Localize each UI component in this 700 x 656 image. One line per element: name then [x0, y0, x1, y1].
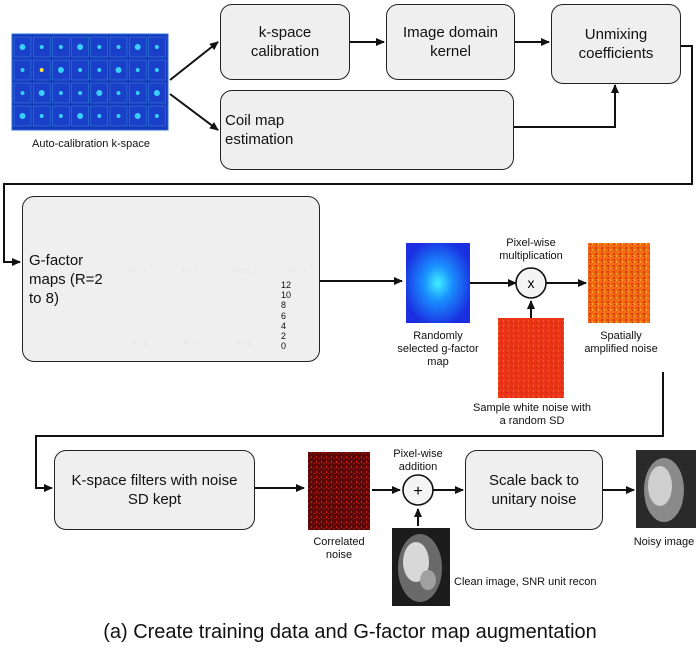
white-noise-label: Sample white noise with a random SD [472, 402, 591, 427]
wire-kspace-to-coilmap [169, 93, 219, 131]
colorbar-tick: 4 [281, 320, 287, 331]
colorbar-tick: 2 [281, 331, 287, 341]
clean-image-label: Clean image, SNR unit recon [454, 576, 597, 588]
r-label: R=7 [183, 338, 201, 348]
colorbar-tick: 8 [281, 300, 287, 311]
add-symbol: + [413, 483, 422, 500]
wire-stage2-to-stage3 [35, 372, 664, 492]
kspace-filters-label: K-space filters with noise SD kept [71, 472, 238, 508]
unmixing-coefficients-box: Unmixing coefficients [551, 4, 681, 84]
unmixing-coefficients-label: Unmixing coefficients [578, 26, 654, 62]
r-label: R=2 [129, 266, 147, 276]
noisy-image [636, 450, 696, 528]
correlated-noise-image [308, 452, 370, 530]
gfactor-maps-box: G-factor maps (R=2 to 8) [22, 196, 320, 362]
image-domain-kernel-box: Image domain kernel [386, 4, 515, 80]
multiply-operator [515, 267, 547, 299]
noisy-image-label: Noisy image [633, 536, 695, 548]
colorbar-tick: 6 [281, 310, 287, 321]
correlated-noise-label: Correlated noise [313, 536, 365, 561]
scale-back-label: Scale back to unitary noise [488, 472, 580, 508]
r-label: R=6 [131, 338, 149, 348]
coil-map-estimation-label: Coil map estimation [225, 112, 294, 148]
coil-map-estimation-box: Coil map estimation [220, 90, 514, 170]
multiply-title: Pixel-wise multiplication [499, 237, 563, 262]
amplified-noise-label: Spatially amplified noise [584, 330, 658, 355]
wire-kspace-to-calibration [169, 41, 219, 81]
add-operator [402, 474, 434, 506]
gfactor-maps-label: G-factor maps (R=2 to 8) [29, 251, 103, 307]
clean-image [392, 528, 450, 606]
random-map-label: Randomly selected g-factor map [397, 330, 479, 368]
kspace-filters-box: K-space filters with noise SD kept [54, 450, 255, 530]
r-label: R=4 [233, 266, 251, 276]
r-label: R=5 [289, 266, 307, 276]
scale-back-box: Scale back to unitary noise [465, 450, 603, 530]
addition-title: Pixel-wise addition [393, 448, 443, 473]
amplified-noise-image [588, 243, 650, 323]
multiply-symbol: x [528, 275, 535, 291]
colorbar-tick: 10 [281, 290, 292, 301]
colorbar-tick: 12 [281, 280, 292, 290]
wire-coilmap-to-unmixing [514, 84, 619, 128]
kspace-grid-icon [11, 33, 169, 131]
kspace-calibration-label: k-space calibration [250, 24, 320, 60]
white-noise-image [498, 318, 564, 398]
image-domain-kernel-label: Image domain kernel [402, 24, 499, 60]
r-label: R=3 [181, 266, 199, 276]
figure-caption: (a) Create training data and G-factor ma… [103, 621, 597, 643]
random-gfactor-image [406, 243, 470, 323]
kspace-input-label: Auto-calibration k-space [31, 138, 150, 150]
r-label: R=8 [235, 338, 253, 348]
kspace-calibration-box: k-space calibration [220, 4, 350, 80]
colorbar-tick: 0 [281, 341, 287, 352]
